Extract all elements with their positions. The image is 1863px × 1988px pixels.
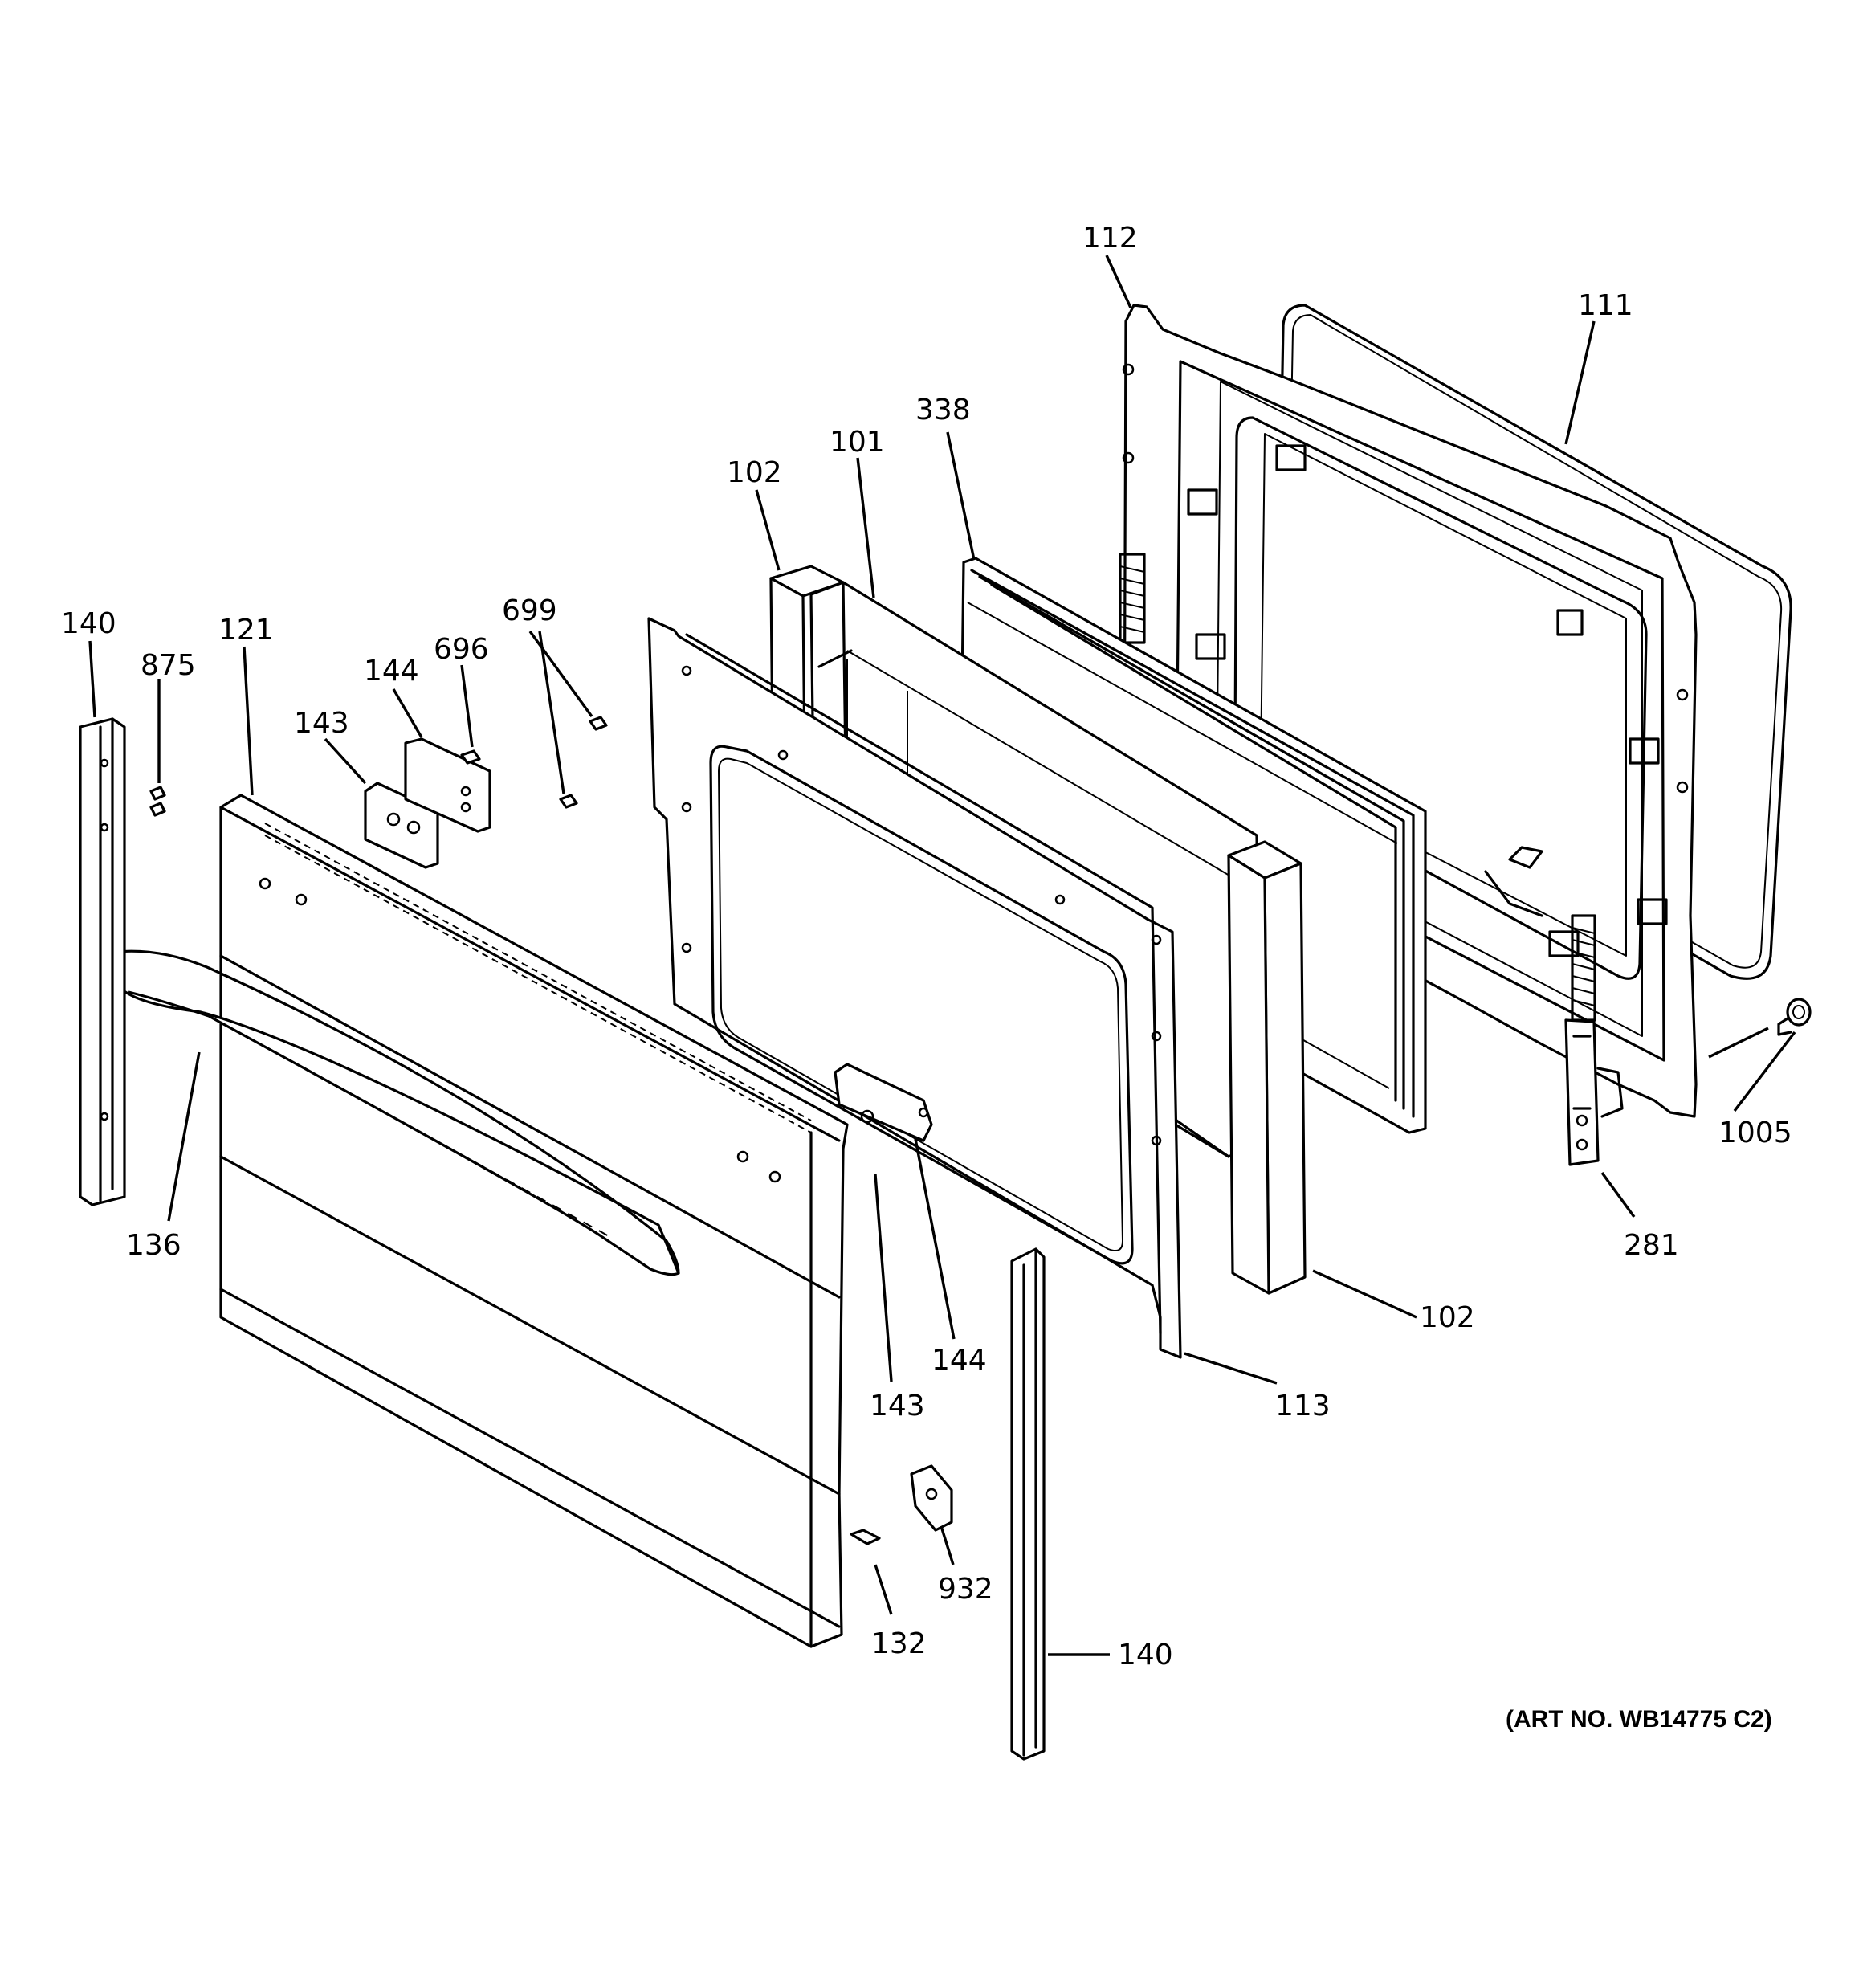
callout-143-bottom: 143 — [870, 1390, 925, 1423]
callout-932: 932 — [938, 1573, 993, 1606]
side-trim-right-part-140 — [1010, 1247, 1046, 1761]
callout-144-bottom: 144 — [932, 1344, 987, 1377]
callout-699: 699 — [502, 594, 557, 627]
callout-281: 281 — [1624, 1229, 1679, 1262]
callout-1005: 1005 — [1718, 1116, 1792, 1149]
callout-102-top: 102 — [727, 456, 782, 489]
callout-121: 121 — [218, 614, 274, 647]
hinge-bracket-lower — [834, 1063, 933, 1142]
door-hinge-part-281 — [1564, 914, 1624, 1166]
callout-140-right: 140 — [1118, 1639, 1173, 1672]
small-part-132 — [850, 1529, 881, 1545]
callout-102-bottom: 102 — [1420, 1301, 1475, 1334]
callout-875: 875 — [141, 649, 196, 682]
callout-338: 338 — [915, 394, 971, 427]
callout-113: 113 — [1275, 1390, 1331, 1423]
callout-144-top: 144 — [364, 655, 419, 688]
screw-part-696 — [460, 749, 481, 765]
callout-140-left: 140 — [61, 607, 116, 640]
leader-lines — [88, 255, 1796, 1656]
vent-slot-row — [264, 823, 812, 1133]
callout-labels: 112 111 338 101 102 699 696 144 143 140 … — [61, 222, 1792, 1733]
screw-part-1005 — [1777, 998, 1812, 1036]
inner-door-liner-part-112 — [1119, 304, 1698, 1118]
callout-143-top: 143 — [294, 707, 349, 740]
art-number: (ART NO. WB14775 C2) — [1506, 1706, 1772, 1733]
screws-part-875 — [149, 786, 166, 817]
callout-111: 111 — [1578, 289, 1633, 322]
callout-132: 132 — [871, 1627, 927, 1660]
callout-696: 696 — [434, 633, 489, 666]
outer-door-panel-part-121 — [219, 794, 849, 1648]
callout-136: 136 — [126, 1229, 181, 1262]
screws-part-699 — [559, 716, 608, 809]
callout-101: 101 — [830, 426, 885, 459]
callout-112: 112 — [1082, 222, 1138, 255]
side-trim-left-part-140 — [79, 717, 126, 1206]
door-handle-part-136 — [110, 949, 680, 1276]
latch-clip-part-932 — [910, 1464, 953, 1532]
door-frame-part-113 — [647, 617, 1182, 1359]
